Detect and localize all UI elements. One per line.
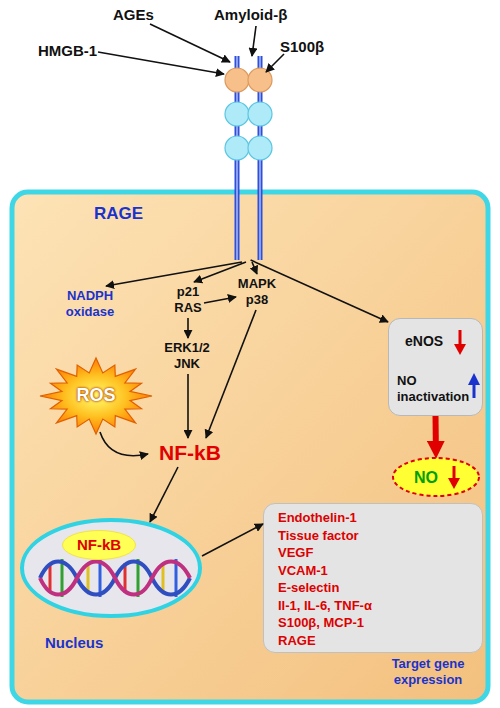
enzyme-name: eNOS: [405, 333, 455, 350]
signal-arrow: [187, 374, 189, 438]
ros-burst: ROS: [40, 358, 152, 434]
ligand-arrow: [98, 52, 224, 74]
receptor-domain: [248, 102, 272, 126]
no-label: NO: [414, 468, 444, 487]
nucleus-ellipse: NucleusNF-kB: [20, 518, 202, 618]
signal-arrow: [206, 310, 256, 438]
nucleus-ellipse: [22, 520, 200, 616]
receptor-symbol-outline: [222, 56, 274, 260]
signal-arrow: [187, 318, 189, 338]
base-pair: [49, 563, 52, 593]
gene-name: Tissue factor: [278, 528, 478, 544]
decrease-arrow: [453, 466, 456, 480]
gene-name: S100β, MCP-1: [278, 615, 478, 631]
ligand-name: Amyloid-β: [214, 6, 287, 24]
no-ellipse: [393, 458, 479, 496]
ligand-arrow: [266, 54, 284, 72]
gene-name: VCAM-1: [278, 563, 478, 579]
protein-name: p21 RAS: [167, 284, 209, 315]
factor-name: NF-kB: [145, 440, 235, 465]
ligand-name: HMGB-1: [38, 42, 97, 60]
dna-strand: [40, 562, 190, 595]
gene-name: VEGF: [278, 545, 478, 561]
base-pair: [87, 563, 90, 593]
base-pair: [162, 563, 165, 593]
process-text: NO inactivation: [397, 373, 471, 404]
decrease-arrow: [459, 330, 462, 346]
base-pair: [124, 563, 127, 593]
receptor-name: RAGE: [94, 204, 164, 224]
no-ellipse: NO: [392, 457, 480, 497]
decrease-arrow: [448, 478, 460, 489]
nfkb-ellipse: NF-kB: [62, 530, 136, 560]
base-pair: [99, 559, 102, 597]
protein-name: ERK1/2 JNK: [158, 340, 216, 371]
gene-name: Il-1, IL-6, TNF-α: [278, 598, 478, 614]
receptor-domain: [225, 68, 249, 92]
gene-name: RAGE: [278, 633, 478, 649]
signal-arrow: [252, 262, 257, 274]
signal-arrow: [150, 467, 178, 522]
receptor-symbol: RAGE: [222, 56, 274, 260]
protein-name: MAPK p38: [233, 276, 281, 307]
receptor-domain: [225, 102, 249, 126]
ros-burst: [40, 358, 152, 434]
signal-connector: [202, 524, 263, 556]
enos-box: eNOS NO inactivation: [388, 318, 483, 416]
ligand-name: AGEs: [113, 6, 154, 24]
signal-connector: [433, 416, 439, 445]
ligand-name: S100β: [280, 38, 324, 56]
dna-helix: [40, 559, 190, 597]
box-heading: Target gene expression: [376, 656, 480, 687]
dna-strand: [40, 562, 190, 595]
nucleus-label: Nucleus: [45, 634, 135, 652]
base-pair: [61, 559, 64, 597]
ligand-arrow: [252, 26, 256, 56]
ligand-arrow: [150, 24, 230, 62]
receptor-domain: [248, 136, 272, 160]
increase-arrow: [468, 373, 480, 385]
base-pair: [175, 559, 178, 597]
gene-name: Endothelin-1: [278, 510, 478, 526]
cell-membrane: [12, 192, 488, 702]
signal-arrow: [100, 432, 148, 456]
gene-name: E-selectin: [278, 580, 478, 596]
receptor-domain: [248, 68, 272, 92]
ros-label: ROS: [40, 385, 152, 407]
factor-name: NF-kB: [62, 536, 136, 554]
signal-arrow: [204, 297, 236, 303]
decrease-arrow: [454, 344, 466, 355]
increase-arrow: [473, 383, 476, 398]
base-pair: [137, 559, 140, 597]
enzyme-name: NADPH oxidase: [56, 288, 124, 319]
receptor-domain: [225, 136, 249, 160]
target-gene-box: Endothelin-1Tissue factorVEGF VCAM-1E-sel…: [263, 503, 483, 653]
nfkb-ellipse: [63, 531, 136, 560]
signal-arrow: [106, 262, 242, 286]
